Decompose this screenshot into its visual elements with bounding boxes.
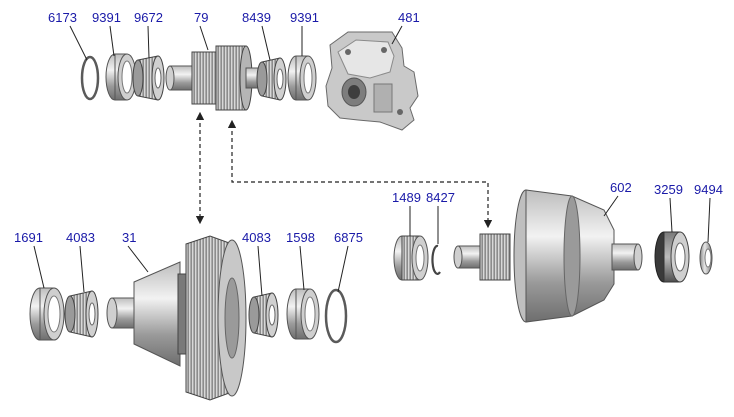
- callout-8439: 8439: [242, 10, 271, 25]
- callout-4083-right: 4083: [242, 230, 271, 245]
- callout-1691: 1691: [14, 230, 43, 245]
- callout-labels: 6173 9391 9672 79 8439 9391 481 1489 842…: [14, 10, 723, 245]
- part-1489-roller-bearing: [393, 235, 429, 281]
- callout-6875: 6875: [334, 230, 363, 245]
- callout-481: 481: [398, 10, 420, 25]
- leader-lines: [33, 25, 711, 297]
- part-6875-shim-ring: [324, 288, 348, 344]
- callout-79: 79: [194, 10, 208, 25]
- part-6173-snap-ring: [80, 55, 100, 101]
- part-31-differential-assembly: [106, 235, 247, 401]
- callout-9391-left: 9391: [92, 10, 121, 25]
- part-79-gear-shaft: [165, 45, 259, 111]
- part-9391-bearing-cup-right: [287, 55, 317, 101]
- part-8427-snap-ring: [431, 244, 441, 275]
- callout-9494: 9494: [694, 182, 723, 197]
- assembly-flow-arrows: [195, 111, 493, 229]
- callout-9391-right: 9391: [290, 10, 319, 25]
- callout-9672: 9672: [134, 10, 163, 25]
- part-9494-washer: [699, 241, 713, 275]
- part-1691-bearing-cup: [29, 287, 65, 341]
- callout-1489: 1489: [392, 190, 421, 205]
- callout-31: 31: [122, 230, 136, 245]
- callout-4083-left: 4083: [66, 230, 95, 245]
- part-602-transfer-assembly: [453, 189, 643, 323]
- part-3259-ball-bearing: [654, 231, 690, 283]
- callout-6173: 6173: [48, 10, 77, 25]
- callout-602: 602: [610, 180, 632, 195]
- part-1598-bearing-cup: [286, 288, 320, 340]
- part-9672-tapered-bearing: [132, 55, 165, 101]
- part-481-housing: [325, 31, 419, 131]
- part-4083-tapered-bearing-right: [248, 292, 279, 338]
- callout-8427: 8427: [426, 190, 455, 205]
- part-9391-bearing-cup: [105, 53, 137, 101]
- part-8439-bearing: [256, 57, 287, 101]
- part-4083-tapered-bearing-left: [64, 290, 99, 338]
- callout-1598: 1598: [286, 230, 315, 245]
- callout-3259: 3259: [654, 182, 683, 197]
- arrow-79-to-602: [227, 119, 493, 229]
